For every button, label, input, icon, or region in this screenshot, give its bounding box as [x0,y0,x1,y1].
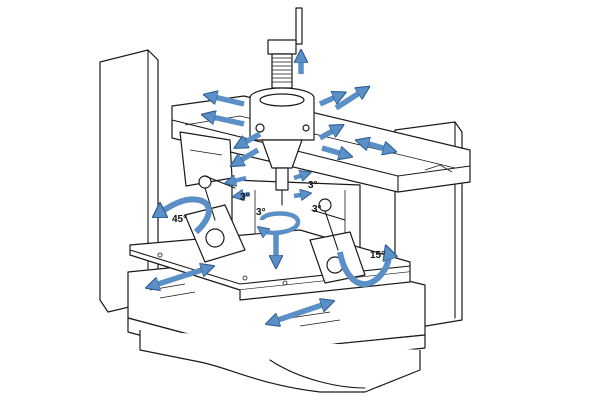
label-tilt-right: 15° [370,250,385,261]
label-spindle-right: 3° [312,204,322,215]
label-spindle-lower: 3° [256,207,266,218]
rotation-arrows [160,196,389,287]
translation-arrow [321,145,346,155]
translation-arrow [334,90,364,111]
rotation-arrow [262,211,301,233]
translation-arrow [318,95,340,107]
translation-arrow [240,131,262,145]
rotation-arrow [337,252,389,287]
translation-arrow [362,142,390,150]
translation-arrow [230,178,247,182]
translation-arrow [293,174,306,178]
translation-arrow [238,194,251,196]
translation-arrow [236,147,260,163]
translation-arrow [208,116,245,127]
translation-arrow [272,303,328,322]
label-spindle-upper-right: 3° [308,180,318,191]
spindle-head [249,7,315,206]
label-spindle-left: 3° [240,192,250,203]
translation-arrow [152,268,208,286]
translation-arrow [318,128,338,141]
translation-arrow [293,194,306,196]
rotation-arrow [160,196,212,235]
translation-arrow [210,96,245,107]
motion-arrows [152,56,390,322]
label-tilt-left: 45° [172,214,187,225]
